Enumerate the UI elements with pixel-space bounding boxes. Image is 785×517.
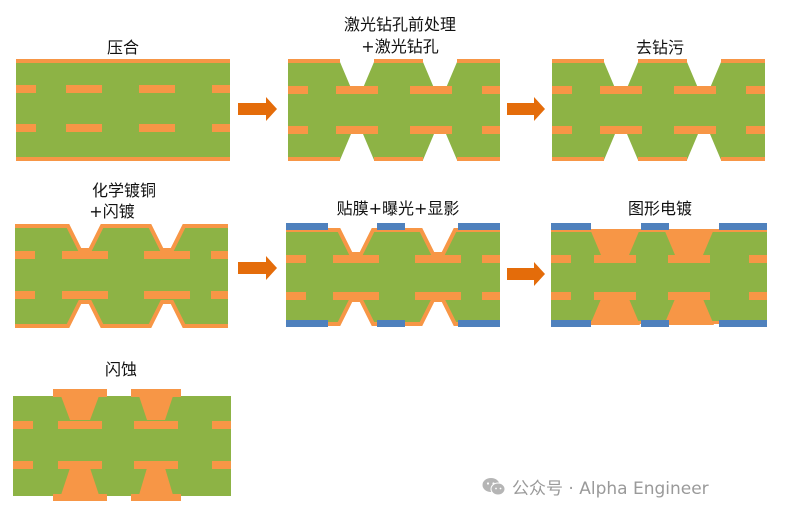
step-label-laser-drilling-line1: 激光钻孔前处理 (343, 15, 457, 34)
panel-dry-film (286, 223, 500, 327)
watermark: 公众号 · Alpha Engineer (482, 474, 709, 499)
panel-lamination (16, 59, 230, 161)
arrow-right (238, 97, 277, 121)
panel-pattern-plating (551, 223, 767, 327)
step-label-desmear: 去钻污 (635, 38, 685, 57)
arrow-right (507, 262, 545, 286)
step-label-flash-etch: 闪蚀 (104, 360, 138, 379)
panel-electroless-copper (15, 224, 228, 328)
wechat-icon (482, 477, 506, 495)
step-label-electroless-line2: +闪镀 (89, 202, 135, 221)
panel-desmear (552, 59, 765, 161)
arrow-right (238, 256, 277, 280)
watermark-text: 公众号 · Alpha Engineer (512, 479, 709, 499)
step-label-lamination: 压合 (106, 38, 140, 57)
arrow-right (507, 97, 545, 121)
step-label-pattern-plating: 图形电镀 (627, 199, 693, 218)
step-label-laser-drilling-line2: +激光钻孔 (361, 37, 439, 56)
step-label-dry-film: 贴膜+曝光+显影 (336, 199, 460, 218)
step-label-electroless-line1: 化学镀铜 (91, 181, 157, 200)
panel-flash-etch (13, 389, 231, 501)
panel-laser-drilling (288, 59, 500, 161)
